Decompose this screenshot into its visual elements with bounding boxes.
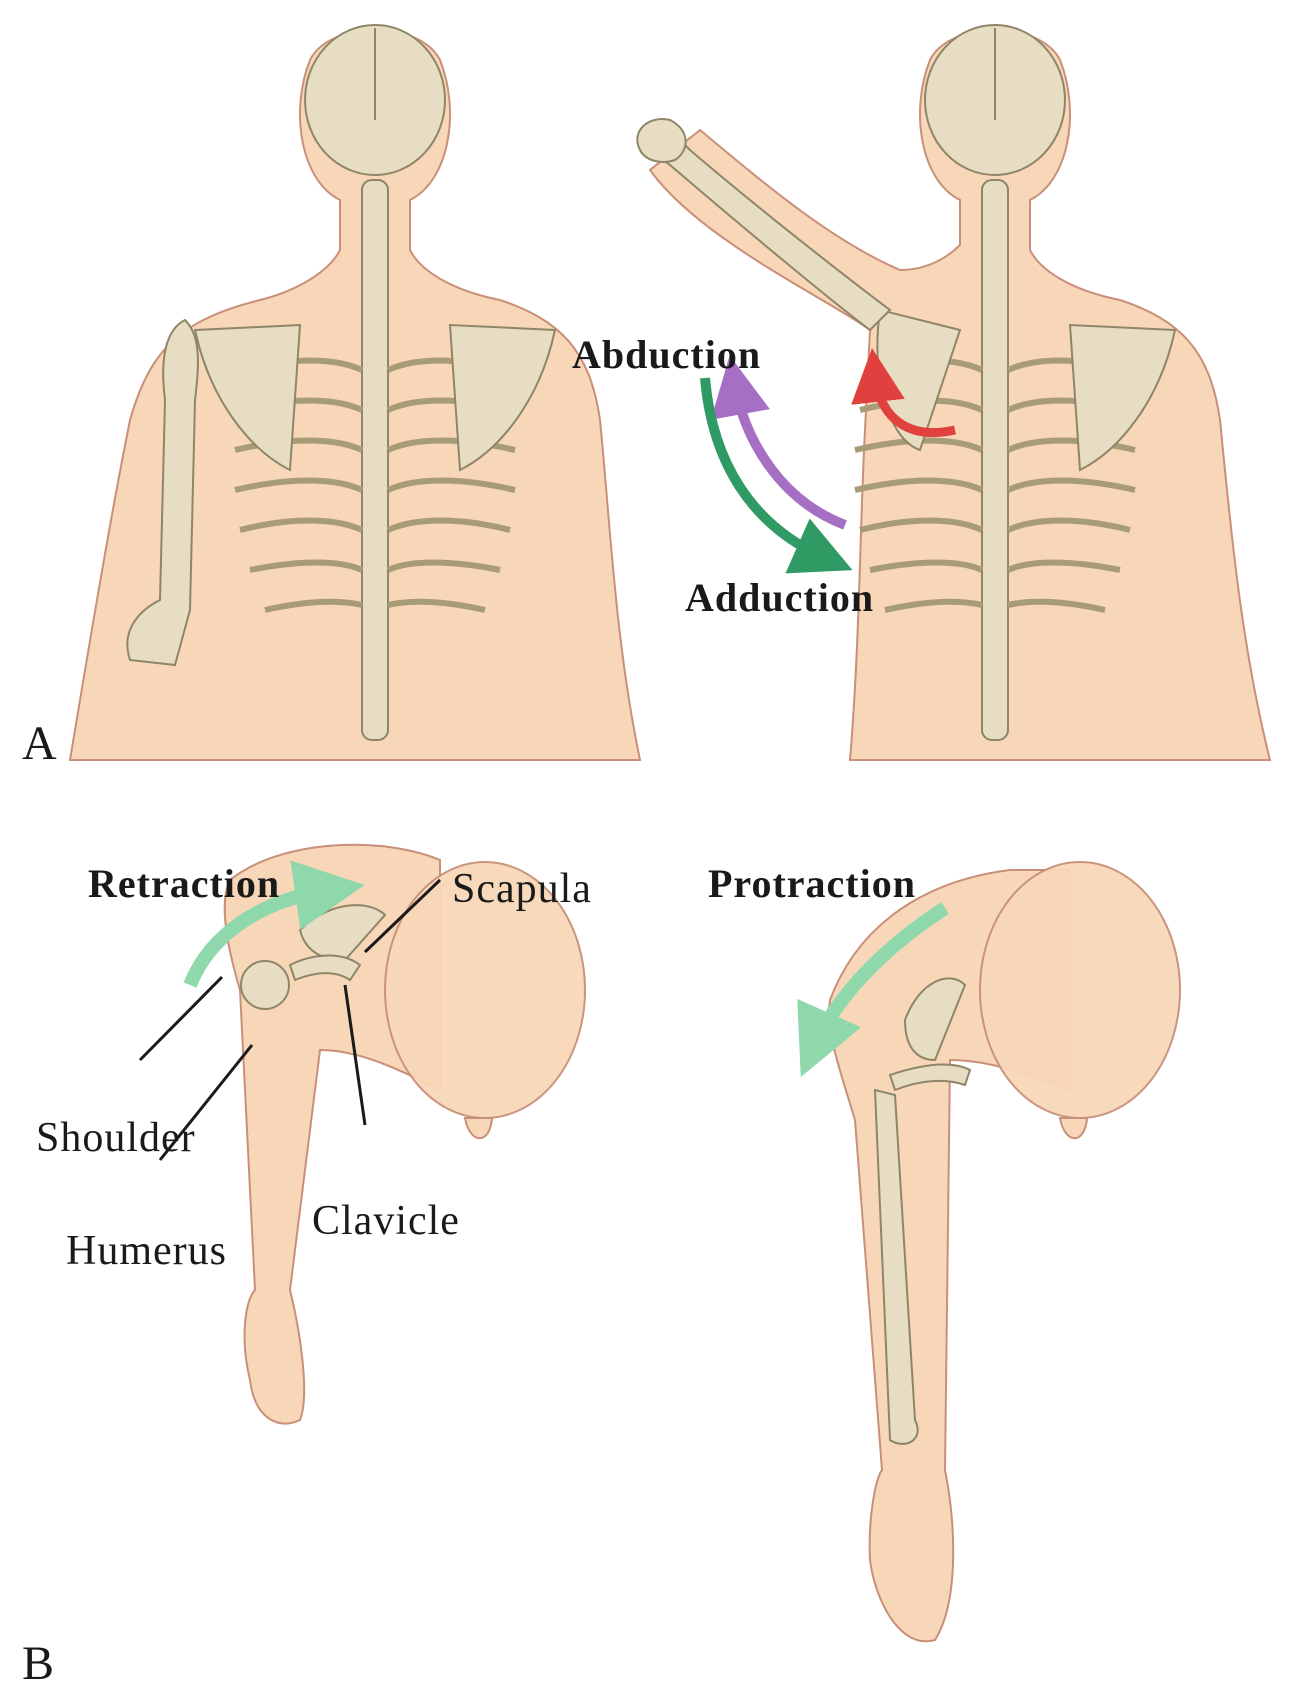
head-top-right [980, 862, 1180, 1118]
abduction-label: Abduction [572, 335, 761, 375]
spine-left [362, 180, 388, 740]
figure-a-left-back-view [70, 25, 640, 760]
panel-a-letter: A [22, 720, 57, 768]
panel-b-letter: B [22, 1640, 54, 1688]
scapula-label: Scapula [452, 868, 592, 910]
spine-right [982, 180, 1008, 740]
shoulder-label: Shoulder [36, 1117, 196, 1159]
retraction-label: Retraction [88, 864, 280, 904]
clavicle-label: Clavicle [312, 1200, 460, 1242]
figure-b-right-top-view [829, 862, 1180, 1641]
humerus-label: Humerus [66, 1230, 227, 1272]
protraction-label: Protraction [708, 864, 916, 904]
ear-right-b [1060, 1118, 1087, 1138]
ear-left-b [465, 1118, 492, 1138]
humeral-head-b-left [241, 961, 289, 1009]
raised-hand-a [637, 119, 685, 162]
adduction-label: Adduction [685, 578, 874, 618]
raised-arm-bone-a [655, 134, 890, 330]
figure-b-left-top-view [225, 845, 585, 1424]
